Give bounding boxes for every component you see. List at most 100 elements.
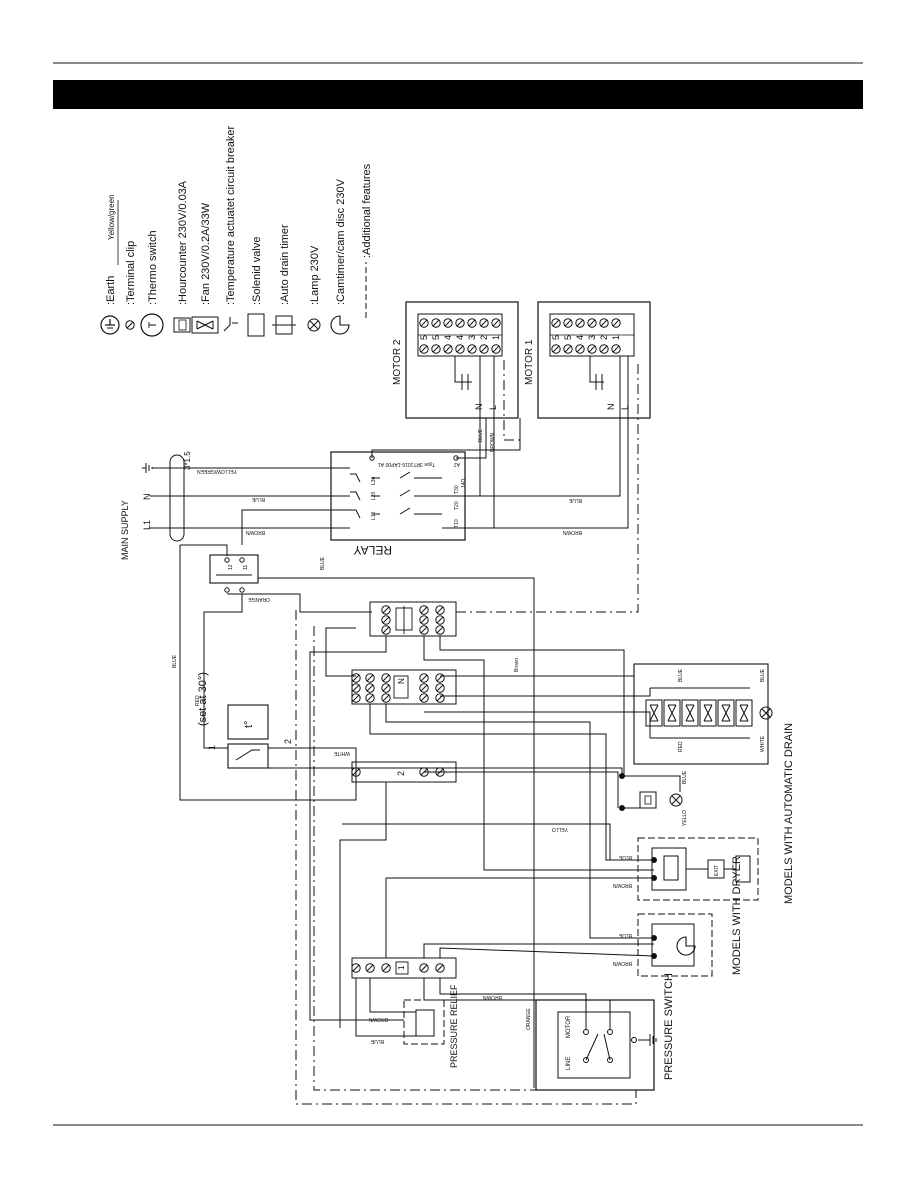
terminal-strip-2: N (351, 669, 457, 705)
wire-label-brown-m2: BROWN (490, 432, 496, 452)
strip-2-marker: N (397, 678, 406, 684)
svg-text:T: T (147, 321, 159, 328)
lamp-icon (307, 318, 321, 332)
motor-2-screw-bottom (431, 344, 441, 354)
wire-label-blue-1: BLUE (320, 556, 326, 570)
strip-2-screw (381, 673, 391, 683)
strip-2-screw (435, 673, 445, 683)
motor-2-terminal-number: 5 (431, 335, 441, 340)
strip-4-terminal-1: 1 (397, 965, 406, 970)
breaker-icon (223, 317, 238, 332)
motor-2-screw-bottom (455, 344, 465, 354)
fan-wire-blue: BLUE (678, 668, 684, 682)
motor-1-n-label: N (606, 404, 616, 411)
relay-a1: A1 (378, 461, 384, 467)
motor-2-screw-top (431, 318, 441, 328)
relay-contact (350, 471, 442, 483)
fan-bank: BLUE RED BLUE WHITE (633, 663, 773, 765)
wire-label-orange-1: ORANGE (248, 596, 270, 602)
dryer-title: MODELS WITH DRYER (731, 856, 743, 975)
motor-2-terminal-number: 3 (467, 335, 477, 340)
legend-label-thermo-switch: :Thermo switch (147, 230, 159, 305)
motor-2-screw-bottom (491, 344, 501, 354)
supply-l1-label: L1 (142, 520, 152, 530)
auto-drain-exit: EXIT (714, 865, 720, 876)
motor-1-terminal-number: 3 (587, 335, 597, 340)
legend: T :Earth Yellow/green :Terminal (100, 126, 373, 337)
earth-icon (100, 315, 120, 335)
motor-1-terminal-number: 5 (563, 335, 573, 340)
terminal-strip-1 (369, 601, 457, 637)
strip-1-screw (381, 615, 391, 625)
motor-1-screw-top (599, 318, 609, 328)
main-switch: 12 11 (209, 554, 259, 593)
legend-label-hourcounter: :Hourcounter 230V/0.03A (177, 180, 189, 305)
pressure-relief-wire-brown: BROWN (368, 1016, 388, 1022)
relay-a2: A2 (454, 461, 460, 467)
thermostat-terminal-2: 2 (283, 739, 293, 744)
relay: RELAY Type 3RT1016-1AP00 A1 A2 L10 L20 L… (330, 451, 467, 557)
main-supply-title: MAIN SUPPLY (120, 500, 130, 560)
pressure-switch-motor: MOTOR (566, 1015, 572, 1038)
strip-4-screw (435, 963, 445, 973)
thermostat-terminal-1: 1 (207, 745, 217, 750)
wire-label-orange-ps: ORANGE (526, 1008, 532, 1030)
motor-1-terminal-number: 5 (551, 335, 561, 340)
strip-4-screw (351, 963, 361, 973)
hourcounter-icon (173, 317, 191, 333)
relay-l30: L30 (371, 476, 377, 485)
motor-2-screw-bottom (443, 344, 453, 354)
terminal-clip-icon (125, 320, 135, 330)
relay-label: RELAY (354, 543, 392, 557)
pressure-relief-box: PRESSURE RELIEF BROWN BLUE (368, 984, 459, 1068)
relay-t10: T10 (454, 519, 460, 528)
motor-1-screw-bottom (587, 344, 597, 354)
legend-label-drain-timer: :Auto drain timer (279, 224, 291, 305)
legend-label-fan: :Fan 230V/0.2A/33W (200, 202, 212, 305)
wire-label-blue-m1: BLUE (568, 497, 582, 503)
motor-2-terminal-number: 1 (491, 335, 501, 340)
strip-2-screw (381, 683, 391, 693)
bottom-rule (53, 1124, 863, 1126)
motor-2-terminal-number: 4 (455, 335, 465, 340)
legend-label-terminal-clip: :Terminal clip (125, 241, 137, 305)
thermostat: t° (set at 30°) 1 2 (197, 672, 293, 769)
main-supply: MAIN SUPPLY L1 N 3*1.5 YELLOW/GREEN BLUE… (120, 451, 350, 560)
wire-label-white-1: WHITE (333, 750, 350, 756)
motor-2-terminal-number: 2 (479, 335, 489, 340)
hour-counter: BLUE YELLO (619, 770, 688, 826)
thermo-switch-icon: T (140, 313, 164, 337)
strip-1-screw (435, 615, 445, 625)
strip-1-screw (419, 605, 429, 615)
relay-t30: T30 (454, 485, 460, 494)
relay-l10: L10 (371, 511, 377, 520)
motor-2-terminal-number: 5 (419, 335, 429, 340)
wire-label-brown-v: Brown (514, 658, 520, 672)
legend-label-earth-color: Yellow/green (107, 194, 116, 240)
strip-1-screw (435, 605, 445, 615)
motor-1-label: MOTOR 1 (524, 339, 535, 385)
solenoid-valve-icon (247, 313, 265, 337)
motor-1-screw-top (575, 318, 585, 328)
motor-1-l-label: L (620, 405, 630, 410)
wiring (179, 356, 769, 1105)
motor-1-screw-top (551, 318, 561, 328)
motor-1-screw-top (563, 318, 573, 328)
relay-contact (350, 489, 442, 501)
strip-4-screw (381, 963, 391, 973)
strip-2-screw (419, 693, 429, 703)
relay-type: Type 3RT1016-1AP00 (385, 461, 435, 467)
top-rule (53, 62, 863, 64)
auto-drain-wire-brown: BROWN (612, 882, 632, 888)
motor-2-terminal-number: 4 (443, 335, 453, 340)
wire-label-red-1: RED (195, 695, 201, 706)
motor-2-l-label: L (488, 405, 498, 410)
pressure-switch-box: MOTOR LINE PRESSURE SWITCH (535, 973, 675, 1091)
legend-label-additional: :Additional features (361, 163, 373, 258)
legend-label-lamp: :Lamp 230V (309, 245, 321, 305)
hour-counter-lamp-icon (669, 793, 683, 807)
motor-2-screw-top (479, 318, 489, 328)
motor-1-screw-top (611, 318, 621, 328)
